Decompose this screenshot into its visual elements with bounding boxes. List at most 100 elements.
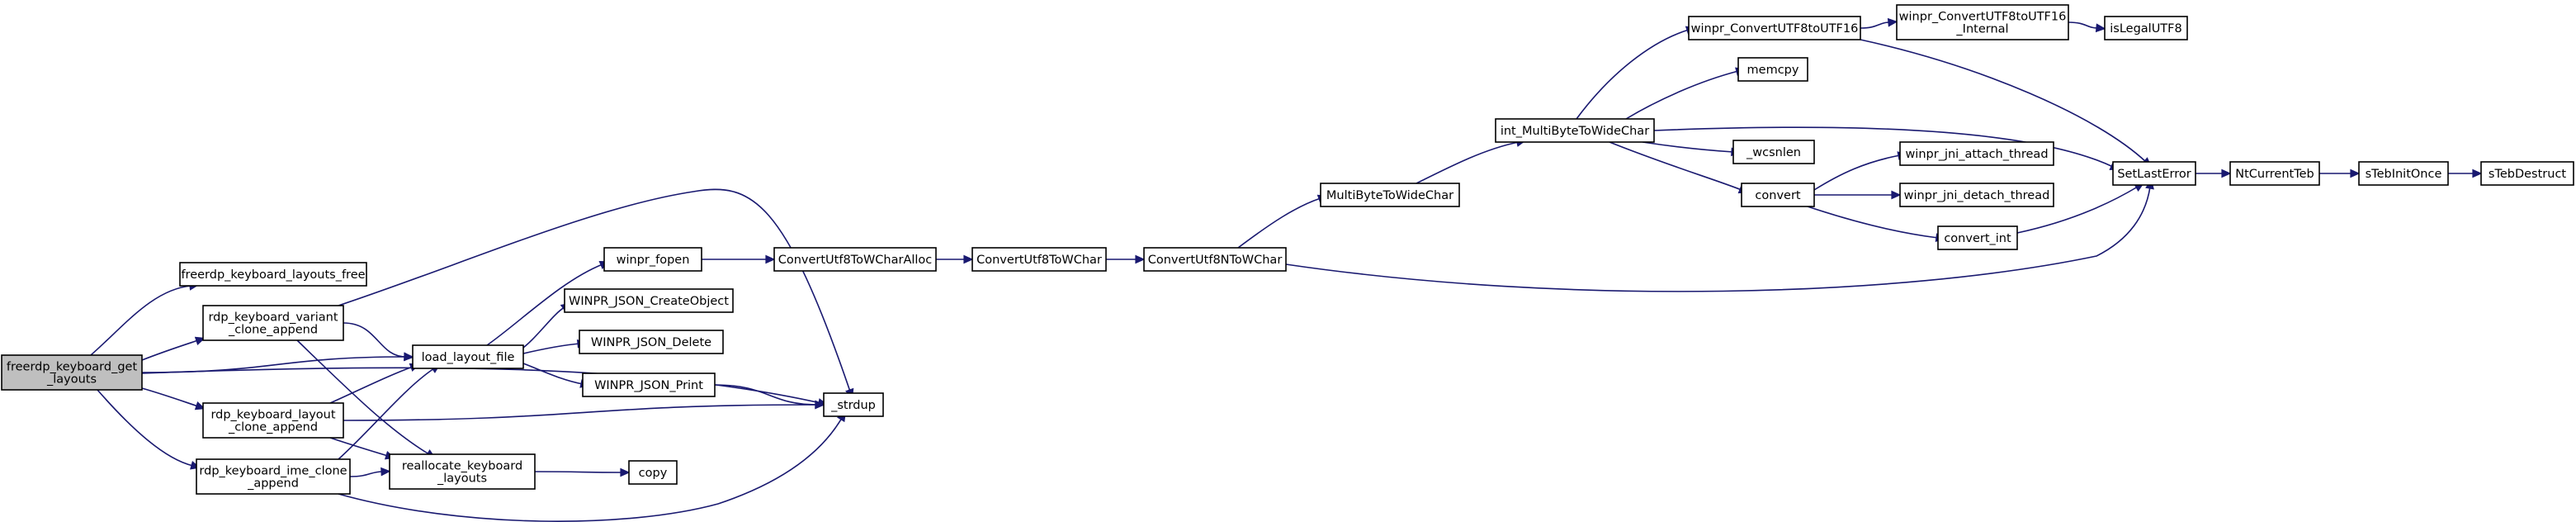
node-islegal[interactable]: isLegalUTF8 (2104, 16, 2188, 40)
arrowhead (194, 336, 206, 345)
node-label: WINPR_JSON_Print (594, 379, 703, 392)
node-load-layout[interactable]: load_layout_file (412, 344, 524, 369)
node-steb-destruct[interactable]: sTebDestruct (2480, 161, 2574, 186)
node-json-print[interactable]: WINPR_JSON_Print (582, 373, 716, 397)
node-label: sTebInitOnce (2366, 168, 2442, 181)
node-label: int_MultiByteToWideChar (1501, 125, 1649, 138)
edge-cu8n-to-mb2wc (1237, 194, 1328, 249)
edge-load-layout-to-json-create (519, 302, 571, 351)
node-label: convert_int (1944, 232, 2011, 245)
node-box (412, 344, 524, 369)
node-label: _append (247, 477, 299, 491)
node-convert[interactable]: convert (1741, 183, 1815, 207)
node-label: copy (639, 467, 668, 480)
node-conv-u8u16-int[interactable]: winpr_ConvertUTF8toUTF16_Internal (1896, 4, 2069, 40)
node-box (202, 402, 344, 439)
node-layout-clone[interactable]: rdp_keyboard_layout_clone_append (202, 402, 344, 439)
edge-realloc-to-copy (534, 467, 631, 477)
node-winpr-fopen[interactable]: winpr_fopen (603, 247, 702, 272)
node-label: freerdp_keyboard_get (7, 361, 138, 374)
node-mb2wc[interactable]: MultiByteToWideChar (1320, 183, 1460, 207)
node-label: winpr_ConvertUTF8toUTF16 (1691, 22, 1859, 36)
node-box (2480, 161, 2574, 186)
node-jni-detach[interactable]: winpr_jni_detach_thread (1899, 183, 2054, 207)
node-box (2112, 161, 2196, 186)
edge-conv-u8u16-int-to-islegal (2068, 21, 2106, 33)
node-ime-clone[interactable]: rdp_keyboard_ime_clone_append (196, 458, 351, 495)
edge-variant-clone-to-load-layout (343, 322, 414, 362)
node-box (1732, 140, 1815, 164)
node-cu8n[interactable]: ConvertUtf8NToWChar (1143, 247, 1287, 272)
node-label: load_layout_file (422, 351, 515, 364)
arrowhead (2350, 168, 2361, 178)
node-strdup[interactable]: _strdup (823, 392, 884, 417)
edge-convert-to-jni-attach (1813, 151, 1908, 191)
node-box (579, 330, 724, 354)
node-json-delete[interactable]: WINPR_JSON_Delete (579, 330, 724, 354)
edge-int-mb2wc-to-memcpy (1625, 67, 1746, 120)
edge-root-to-strdup (141, 367, 829, 407)
node-ntcurrentteb[interactable]: NtCurrentTeb (2229, 161, 2320, 186)
node-jni-attach[interactable]: winpr_jni_attach_thread (1899, 141, 2054, 166)
arrowhead (2221, 168, 2232, 178)
node-int-mb2wc[interactable]: int_MultiByteToWideChar (1495, 118, 1655, 143)
node-label: _Internal (1955, 23, 2008, 36)
node-root[interactable]: freerdp_keyboard_get_layouts (1, 354, 143, 391)
edge-convert-to-convert-int (1807, 206, 1946, 243)
node-layouts-free[interactable]: freerdp_keyboard_layouts_free (179, 262, 367, 287)
node-wcsnlen[interactable]: _wcsnlen (1732, 140, 1815, 164)
node-cu8[interactable]: ConvertUtf8ToWChar (971, 247, 1107, 272)
edge-cu8-to-cu8n (1106, 254, 1146, 264)
node-label: ConvertUtf8ToWCharAlloc (778, 254, 933, 267)
node-label: ConvertUtf8ToWChar (976, 254, 1102, 267)
node-box (823, 392, 884, 417)
arrowhead (1891, 190, 1902, 200)
node-box (1495, 118, 1655, 143)
node-steb-init[interactable]: sTebInitOnce (2358, 161, 2449, 186)
arrowhead (194, 401, 206, 410)
node-realloc[interactable]: reallocate_keyboard_layouts (389, 453, 536, 490)
node-label: _layouts (46, 373, 97, 387)
edge-conv-u8u16-to-conv-u8u16-int (1860, 17, 1898, 29)
node-box (773, 247, 937, 272)
node-label: sTebDestruct (2489, 168, 2567, 181)
arrowhead (963, 254, 974, 264)
node-json-create[interactable]: WINPR_JSON_CreateObject (564, 288, 734, 313)
node-box (1899, 141, 2054, 166)
edge-layout-clone-to-strdup (343, 400, 825, 421)
arrowhead (2472, 168, 2483, 178)
node-box (628, 460, 678, 485)
arrowhead (1887, 17, 1898, 27)
edge-ntcurrentteb-to-steb-init (2318, 168, 2361, 178)
node-label: memcpy (1747, 64, 1799, 77)
edge-cu8-alloc-to-cu8 (936, 254, 974, 264)
node-convert-int[interactable]: convert_int (1937, 225, 2018, 250)
node-label: isLegalUTF8 (2110, 22, 2181, 36)
node-label: freerdp_keyboard_layouts_free (181, 268, 365, 282)
node-box (1937, 225, 2018, 250)
node-box (1, 354, 143, 391)
node-box (603, 247, 702, 272)
node-box (1688, 16, 1861, 40)
node-label: MultiByteToWideChar (1326, 189, 1453, 202)
edge-convert-to-jni-detach (1814, 190, 1902, 200)
node-variant-clone[interactable]: rdp_keyboard_variant_clone_append (202, 305, 344, 341)
node-memcpy[interactable]: memcpy (1737, 57, 1808, 82)
edge-int-mb2wc-to-convert (1609, 141, 1749, 194)
node-label: rdp_keyboard_variant (208, 311, 338, 325)
edge-layout-clone-to-load-layout (329, 363, 420, 404)
arrowhead (404, 352, 414, 362)
edge-int-mb2wc-to-conv-u8u16 (1576, 26, 1696, 120)
node-box (196, 458, 351, 495)
edge-mb2wc-to-int-mb2wc (1416, 138, 1527, 184)
node-cu8-alloc[interactable]: ConvertUtf8ToWCharAlloc (773, 247, 937, 272)
node-copy[interactable]: copy (628, 460, 678, 485)
arrowhead (380, 467, 391, 477)
node-box (564, 288, 734, 313)
node-setlasterror[interactable]: SetLastError (2112, 161, 2196, 186)
node-conv-u8u16[interactable]: winpr_ConvertUTF8toUTF16 (1688, 16, 1861, 40)
arrowhead (1135, 254, 1146, 264)
node-label: SetLastError (2117, 168, 2191, 181)
node-box (1320, 183, 1460, 207)
function-nodes: freerdp_keyboard_get_layoutsfreerdp_keyb… (1, 4, 2574, 495)
